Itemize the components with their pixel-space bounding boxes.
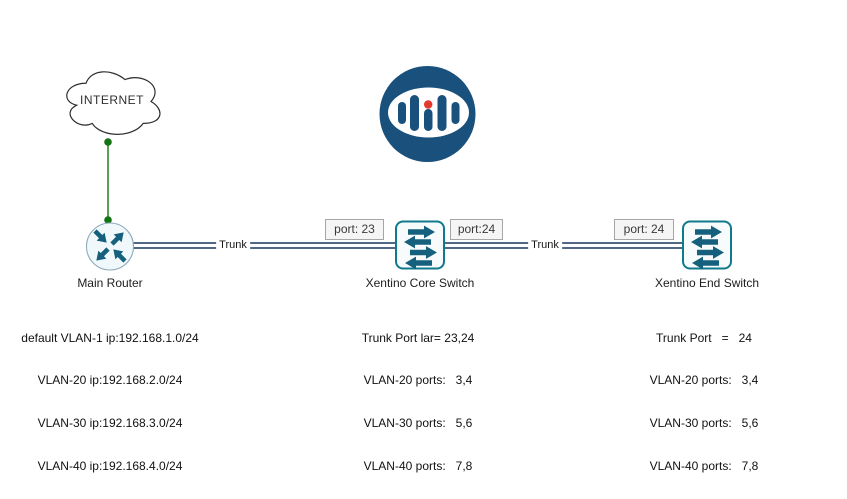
info-line: VLAN-30 ports: 5,6: [363, 416, 473, 431]
info-line: VLAN-40 ports: 7,8: [649, 459, 759, 474]
internet-label: INTERNET: [80, 93, 144, 107]
info-line: default VLAN-1 ip:192.168.1.0/24: [21, 330, 199, 345]
xentino-logo: [379, 66, 476, 162]
end-switch-icon[interactable]: [682, 220, 732, 270]
uplink-internet-router-line: [104, 138, 112, 224]
uplink-endpoint-dot-bottom: [104, 216, 112, 224]
info-line: Trunk Port lar= 23,24: [361, 330, 475, 345]
trunk-link-router-core: [133, 242, 396, 249]
trunk-label-core-end: Trunk: [528, 239, 562, 251]
info-line: Trunk Port = 24: [656, 330, 752, 345]
trunk-label-router-core: Trunk: [216, 239, 250, 251]
logo-bar-tall-left: [410, 95, 419, 131]
port-label-end-left[interactable]: port: 24: [614, 219, 674, 240]
internet-cloud-shape[interactable]: [66, 71, 161, 135]
logo-bar-outer-right: [451, 102, 460, 124]
info-line: VLAN-20 ip:192.168.2.0/24: [37, 373, 183, 388]
core-switch-name-label: Xentino Core Switch: [365, 276, 475, 290]
end-switch-name-label: Xentino End Switch: [654, 276, 760, 290]
router-icon[interactable]: [85, 222, 135, 271]
info-line: VLAN-20 ports: 3,4: [363, 373, 473, 388]
trunk-link-core-end: [444, 242, 683, 249]
uplink-endpoint-dot-top: [104, 138, 112, 146]
info-line: VLAN-30 ip:192.168.3.0/24: [37, 416, 183, 431]
info-line: VLAN-40 ports: 7,8: [363, 459, 473, 474]
logo-red-dot: [424, 100, 433, 109]
port-label-core-left[interactable]: port: 23: [325, 219, 384, 240]
logo-bar-tall-right: [437, 95, 447, 131]
info-line: VLAN-20 ports: 3,4: [649, 373, 759, 388]
end-switch-vlan-info-block: Trunk Port = 24 VLAN-20 ports: 3,4 VLAN-…: [594, 302, 814, 499]
logo-bar-middle: [424, 109, 433, 131]
router-vlan-info-block: default VLAN-1 ip:192.168.1.0/24 VLAN-20…: [0, 302, 220, 499]
core-switch-icon[interactable]: [395, 220, 445, 270]
port-label-core-right[interactable]: port:24: [450, 219, 503, 240]
router-name-label: Main Router: [77, 276, 143, 290]
info-line: VLAN-40 ip:192.168.4.0/24: [37, 459, 183, 474]
logo-bar-outer-left: [398, 102, 406, 124]
core-switch-vlan-info-block: Trunk Port lar= 23,24 VLAN-20 ports: 3,4…: [308, 302, 528, 499]
info-line: VLAN-30 ports: 5,6: [649, 416, 759, 431]
